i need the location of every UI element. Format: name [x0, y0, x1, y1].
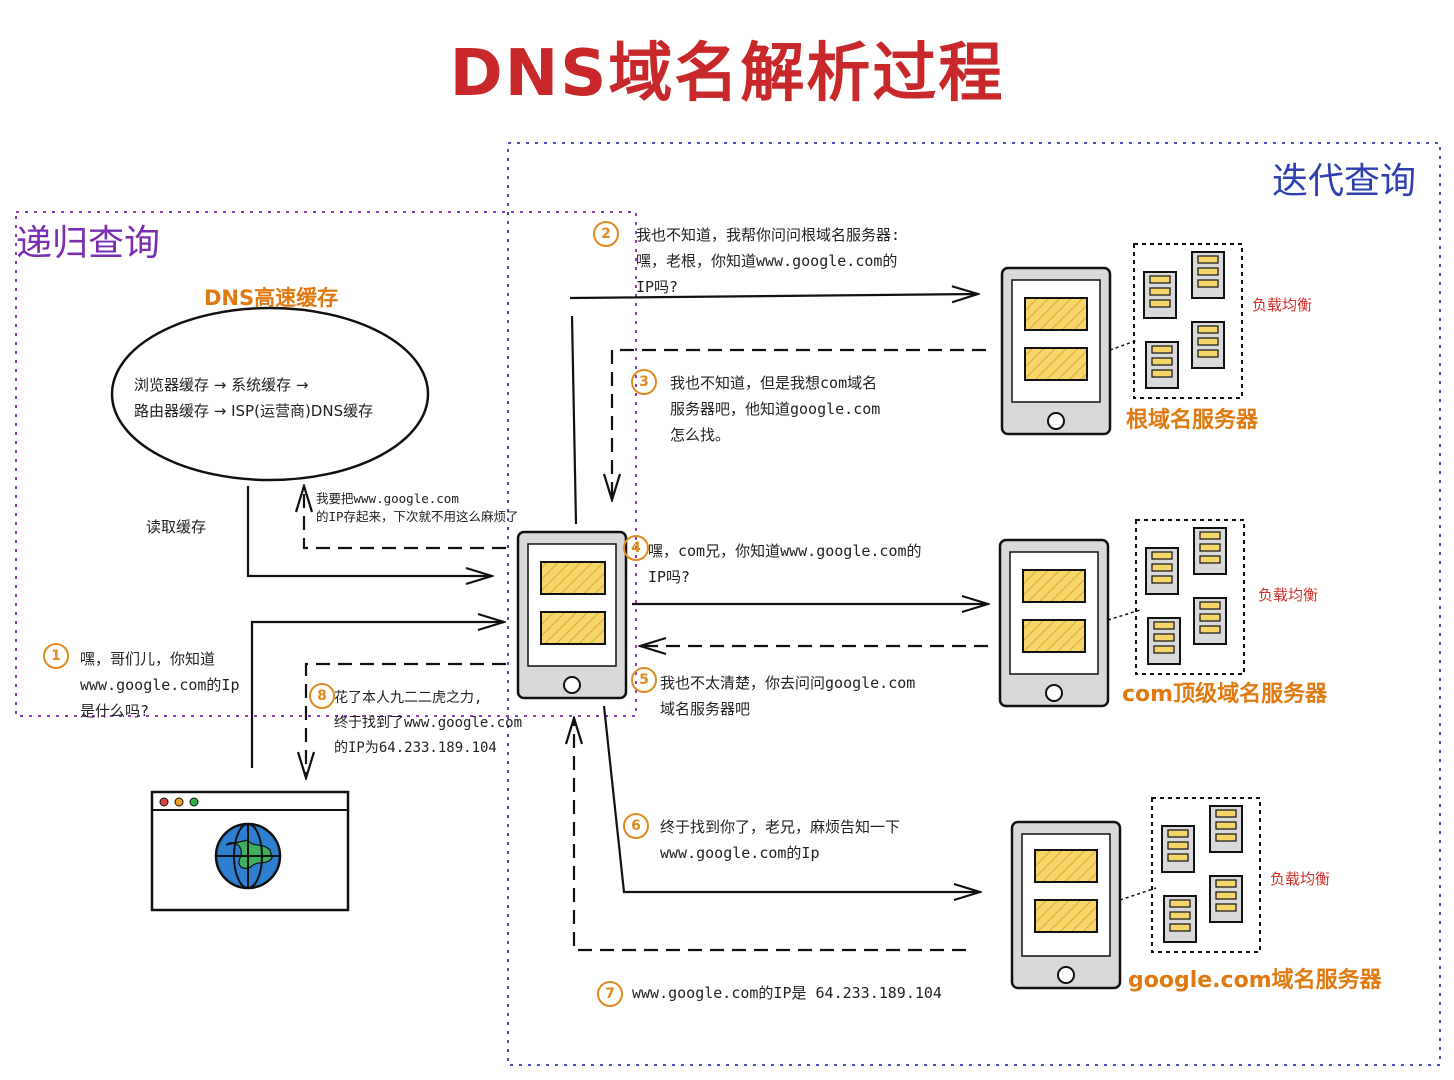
mini-server-icon: [1191, 251, 1225, 299]
step-1-line-2: www.google.com的Ip: [80, 676, 240, 694]
arrow-read-cache: [246, 486, 492, 576]
step-number-7: 7: [605, 986, 615, 1002]
root-server-device: [1000, 266, 1112, 436]
dns-cache-title: DNS高速缓存: [204, 286, 339, 310]
step-1-line-1: 嘿，哥们儿，你知道: [80, 650, 216, 668]
recursive-query-label: 递归查询: [16, 223, 161, 264]
step-number-1: 1: [51, 648, 61, 664]
mini-server-icon: [1191, 321, 1225, 369]
load-balance-label-com: 负载均衡: [1258, 586, 1319, 604]
step-3-text: 我也不知道，但是我想com域名 服务器吧，他知道google.com 怎么找。: [670, 370, 880, 448]
step-4-text: 嘿，com兄，你知道www.google.com的 IP吗?: [648, 538, 922, 590]
mini-server-icon: [1209, 805, 1243, 853]
globe-icon: [214, 822, 282, 890]
step-2-line-2: 嘿，老根，你知道www.google.com的: [636, 252, 898, 270]
save-cache-note: 我要把www.google.com 的IP存起来，下次就不用这么麻烦了: [316, 490, 519, 526]
save-cache-line-1: 我要把www.google.com: [316, 491, 459, 506]
mini-server-icon: [1161, 825, 1195, 873]
mini-server-icon: [1145, 547, 1179, 595]
browser-window: [150, 790, 350, 912]
google-server-label: google.com域名服务器: [1128, 968, 1382, 993]
mini-server-icon: [1163, 895, 1197, 943]
google-server-device: [1010, 820, 1122, 990]
step-8-text: 花了本人九二二虎之力, 终于找到了www.google.com 的IP为64.2…: [334, 686, 522, 761]
mini-server-icon: [1143, 271, 1177, 319]
step-number-2: 2: [601, 226, 611, 242]
step-2-line-1: 我也不知道，我帮你问问根域名服务器:: [636, 226, 901, 244]
step-3-line-3: 怎么找。: [670, 426, 731, 444]
step-8-line-1: 花了本人九二二虎之力,: [334, 690, 483, 706]
step-8-line-2: 终于找到了www.google.com: [334, 715, 523, 731]
step-number-4: 4: [631, 540, 641, 556]
step-6-line-2: www.google.com的Ip: [660, 844, 820, 862]
step-5-line-2: 域名服务器吧: [660, 700, 751, 718]
load-balance-label-google: 负载均衡: [1270, 870, 1331, 888]
step-4-line-1: 嘿，com兄，你知道www.google.com的: [648, 542, 922, 560]
step-5-line-1: 我也不太清楚，你去问问google.com: [660, 674, 916, 692]
cache-ellipse: [110, 306, 430, 482]
root-server-label: 根域名服务器: [1126, 408, 1259, 433]
local-dns-server-device: [516, 530, 628, 700]
page-title: DNS域名解析过程: [449, 37, 1005, 111]
step-circles: [43, 221, 657, 1007]
arrow-step-6: [602, 705, 980, 892]
arrow-step-2: [569, 294, 978, 525]
root-server-cluster: [1109, 243, 1243, 399]
step-8-line-3: 的IP为64.233.189.104: [334, 740, 497, 756]
step-7-text: www.google.com的IP是 64.233.189.104: [632, 980, 942, 1006]
step-7-line-1: www.google.com的IP是 64.233.189.104: [632, 984, 942, 1002]
arrow-step-1: [250, 622, 504, 768]
google-server-cluster: [1119, 797, 1261, 953]
step-4-line-2: IP吗?: [648, 568, 691, 586]
recursive-region-box: [15, 211, 637, 717]
step-5-text: 我也不太清楚，你去问问google.com 域名服务器吧: [660, 670, 915, 722]
arrow-step-8: [306, 662, 506, 778]
step-6-text: 终于找到你了，老兄，麻烦告知一下 www.google.com的Ip: [660, 814, 900, 866]
cache-line-1: 浏览器缓存 → 系统缓存 →: [134, 376, 309, 394]
step-1-line-3: 是什么吗?: [80, 702, 150, 720]
step-3-line-1: 我也不知道，但是我想com域名: [670, 374, 878, 392]
step-number-3: 3: [639, 374, 649, 390]
com-server-cluster: [1107, 519, 1245, 675]
mini-server-icon: [1147, 617, 1181, 665]
iterative-query-label: 迭代查询: [1272, 161, 1417, 202]
mini-server-icon: [1193, 527, 1227, 575]
step-1-text: 嘿，哥们儿，你知道 www.google.com的Ip 是什么吗?: [80, 646, 240, 724]
com-server-device: [998, 538, 1110, 708]
mini-server-icon: [1209, 875, 1243, 923]
load-balance-label-root: 负载均衡: [1252, 296, 1313, 314]
com-server-label: com顶级域名服务器: [1122, 682, 1328, 707]
step-number-8: 8: [317, 688, 327, 704]
arrow-step-3: [612, 348, 986, 500]
step-number-5: 5: [639, 672, 649, 688]
step-3-line-2: 服务器吧，他知道google.com: [670, 400, 881, 418]
step-6-line-1: 终于找到你了，老兄，麻烦告知一下: [660, 818, 901, 836]
step-2-text: 我也不知道，我帮你问问根域名服务器: 嘿，老根，你知道www.google.co…: [636, 222, 900, 300]
cache-line-2: 路由器缓存 → ISP(运营商)DNS缓存: [134, 402, 374, 420]
read-cache-label: 读取缓存: [146, 518, 207, 536]
save-cache-line-2: 的IP存起来，下次就不用这么麻烦了: [316, 509, 519, 524]
step-number-6: 6: [631, 818, 641, 834]
arrow-save-cache: [304, 486, 506, 550]
mini-server-icon: [1145, 341, 1179, 389]
mini-server-icon: [1193, 597, 1227, 645]
step-2-line-3: IP吗?: [636, 278, 679, 296]
